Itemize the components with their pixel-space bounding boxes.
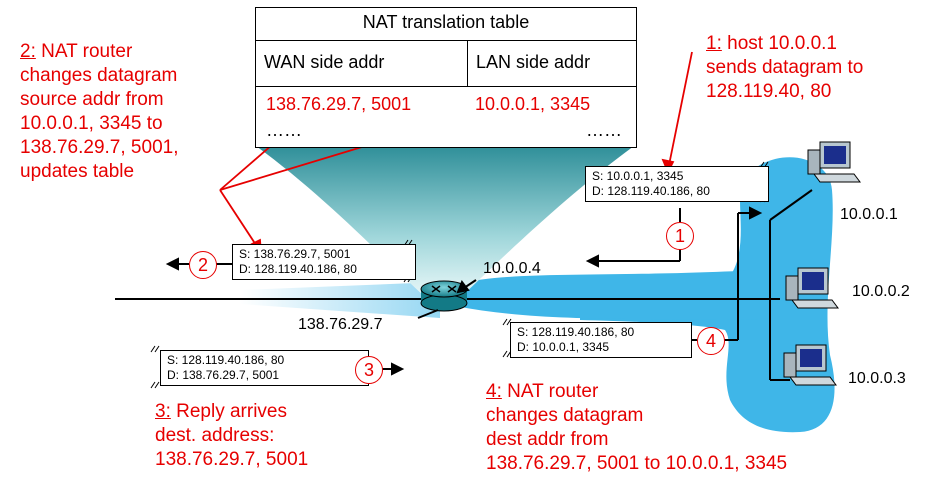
wan-cell: …… — [266, 120, 302, 140]
computer-icon — [783, 344, 837, 386]
step3-note: 3: Reply arrives dest. address: 138.76.2… — [155, 401, 309, 470]
step4-note: 4: NAT router changes datagram dest addr… — [486, 381, 788, 474]
router-lan-address: 10.0.0.4 — [483, 260, 541, 277]
packet-dest: D: 128.119.40.186, 80 — [592, 184, 710, 198]
packet-4: S: 128.119.40.186, 80 D: 10.0.0.1, 3345 — [510, 322, 692, 358]
step-number: 4: — [486, 381, 502, 402]
table-funnel — [256, 146, 634, 296]
packet-source: S: 128.119.40.186, 80 — [167, 353, 285, 367]
step-number: 3: — [155, 401, 171, 422]
host-3-address: 10.0.0.3 — [848, 370, 906, 387]
packet-source: S: 128.119.40.186, 80 — [517, 325, 635, 339]
step-number: 1: — [706, 33, 722, 54]
computer-icon — [807, 141, 861, 183]
wan-header: WAN side addr — [264, 52, 385, 72]
packet-dest: D: 10.0.0.1, 3345 — [517, 340, 610, 354]
packet-source: S: 138.76.29.7, 5001 — [239, 247, 351, 261]
nat-translation-table: NAT translation table WAN side addr LAN … — [255, 7, 637, 148]
step2-note: 2: NAT router changes datagram source ad… — [20, 41, 179, 182]
computer-icon — [785, 267, 839, 309]
packet-dest: D: 138.76.29.7, 5001 — [167, 368, 280, 382]
host-2-address: 10.0.0.2 — [852, 283, 910, 300]
router-wan-address: 138.76.29.7 — [298, 316, 383, 333]
step-number: 2: — [20, 41, 36, 62]
lan-cell: 10.0.0.1, 3345 — [475, 94, 591, 114]
step-circle-4: 4 — [697, 327, 725, 355]
flow-arrows — [165, 206, 763, 376]
nat-table-title: NAT translation table — [362, 12, 530, 32]
step-circle-2: 2 — [189, 251, 217, 279]
packet-2: S: 138.76.29.7, 5001 D: 128.119.40.186, … — [232, 244, 416, 280]
packet-dest: D: 128.119.40.186, 80 — [239, 262, 357, 276]
step-circle-1: 1 — [666, 222, 694, 250]
nat-router — [420, 280, 468, 312]
packet-source: S: 10.0.0.1, 3345 — [592, 169, 684, 183]
step1-note: 1: host 10.0.0.1 sends datagram to 128.1… — [706, 33, 864, 102]
lan-header: LAN side addr — [476, 52, 591, 72]
packet-3: S: 128.119.40.186, 80 D: 138.76.29.7, 50… — [160, 350, 369, 386]
host-1-address: 10.0.0.1 — [840, 206, 898, 223]
packet-1: S: 10.0.0.1, 3345 D: 128.119.40.186, 80 — [585, 166, 769, 202]
lan-cell: …… — [586, 120, 622, 140]
wan-cell: 138.76.29.7, 5001 — [266, 94, 412, 114]
lan-band — [455, 270, 760, 320]
step-circle-3: 3 — [355, 356, 383, 384]
